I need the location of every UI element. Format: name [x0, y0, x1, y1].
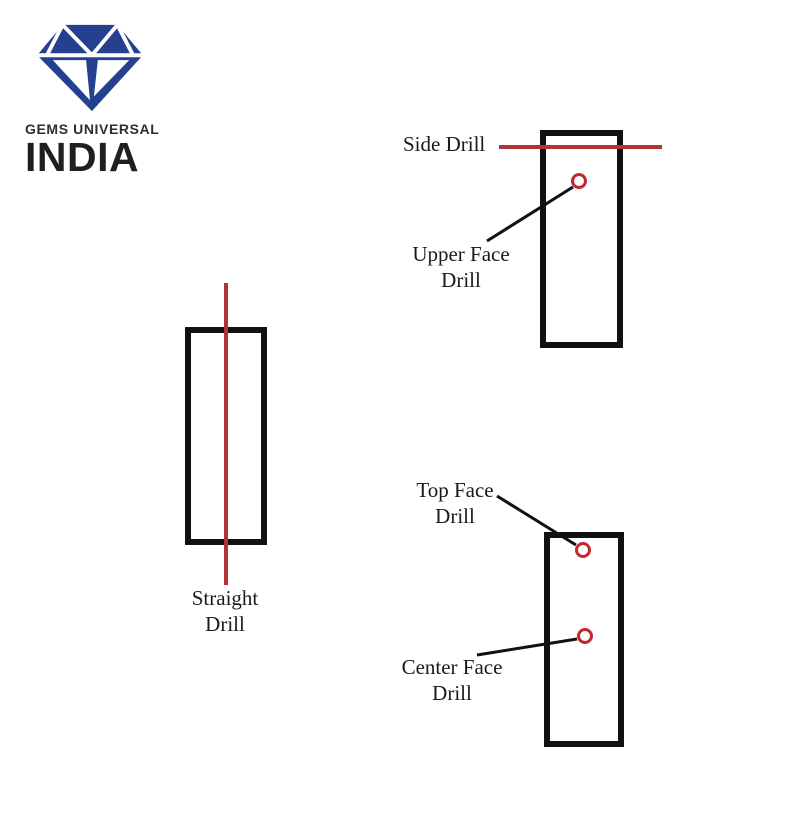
- straight-drill-label-line1: Straight: [191, 586, 259, 610]
- face-drill-bead-outline: [544, 532, 624, 747]
- center-face-drill-hole: [577, 628, 593, 644]
- diamond-icon: [37, 23, 143, 112]
- brand-name-line1: GEMS UNIVERSAL: [25, 121, 160, 137]
- brand-logo: GEMS UNIVERSAL INDIA: [25, 20, 165, 178]
- top-face-drill-hole: [575, 542, 591, 558]
- center-face-drill-label-line1: Center Face: [401, 655, 503, 679]
- upper-face-drill-label: Upper Face Drill: [400, 241, 522, 293]
- top-face-drill-label: Top Face Drill: [395, 477, 515, 529]
- upper-face-drill-hole: [571, 173, 587, 189]
- upper-face-drill-label-line1: Upper Face: [412, 242, 510, 266]
- top-face-pointer-line: [496, 494, 577, 547]
- top-face-drill-label-line2: Drill: [435, 504, 475, 528]
- top-face-drill-label-line1: Top Face: [416, 478, 494, 502]
- straight-drill-label: Straight Drill: [160, 585, 290, 637]
- straight-drill-label-line2: Drill: [205, 612, 245, 636]
- side-drill-bead-outline: [540, 130, 623, 348]
- center-face-pointer-line: [476, 637, 578, 657]
- upper-face-drill-label-line2: Drill: [441, 268, 481, 292]
- side-drill-label: Side Drill: [403, 132, 486, 156]
- upper-face-pointer-line: [486, 185, 574, 243]
- center-face-drill-label: Center Face Drill: [383, 654, 521, 706]
- brand-name-line2: INDIA: [25, 134, 140, 180]
- center-face-drill-label-line2: Drill: [432, 681, 472, 705]
